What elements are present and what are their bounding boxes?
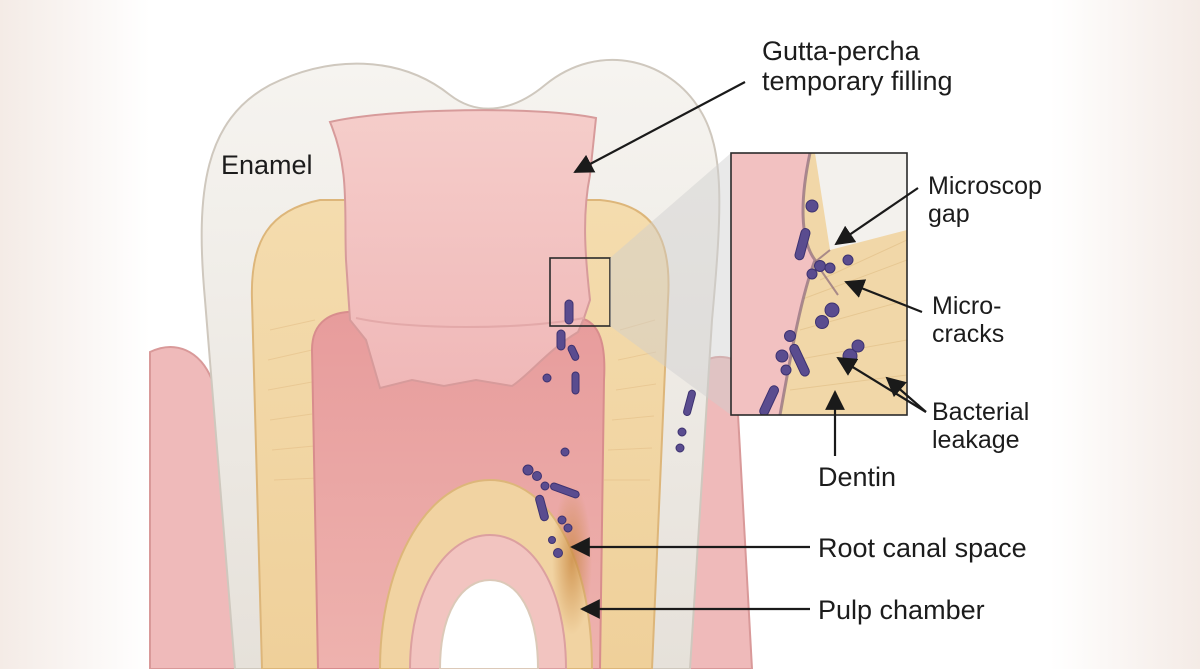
label-gutta-percha-line1: Gutta-percha: [762, 36, 920, 66]
label-gutta-percha: Gutta-percha temporary filling: [762, 36, 953, 96]
background-right: [1050, 0, 1200, 669]
label-microscopic-gap-line1: Microscop: [928, 172, 1042, 200]
canal-stain: [552, 485, 592, 635]
label-dentin: Dentin: [818, 462, 897, 492]
detail-highlight-box: [549, 257, 611, 327]
arrow-bacterial-leakage-2: [885, 376, 927, 413]
label-bacterial-leakage: Bacterial leakage: [932, 398, 1029, 454]
label-micro-cracks-line2: cracks: [932, 320, 1005, 348]
dentin-texture: [267, 319, 657, 481]
label-microscopic-gap: Microscop gap: [928, 172, 1042, 228]
zoom-wedge: [610, 153, 731, 415]
arrow-microscopic-gap: [834, 187, 919, 246]
label-bacterial-leakage-line1: Bacterial: [932, 398, 1030, 426]
label-microscopic-gap-line2: gap: [928, 200, 970, 228]
inset-frame: [730, 152, 908, 416]
inset-magnified-view: [731, 153, 907, 415]
label-enamel: Enamel: [221, 150, 313, 180]
arrow-micro-cracks: [844, 279, 923, 314]
label-root-canal-space: Root canal space: [818, 533, 1027, 563]
bacteria-main: [522, 299, 696, 558]
label-micro-cracks-line1: Micro-: [932, 292, 1002, 320]
gutta-percha-filling: [328, 109, 598, 390]
label-gutta-percha-line2: temporary filling: [762, 66, 953, 96]
arrow-gutta-percha: [573, 81, 746, 173]
filling-seam: [355, 317, 585, 328]
label-pulp-chamber: Pulp chamber: [818, 595, 985, 625]
arrow-bacterial-leakage-1: [836, 356, 927, 413]
background-left: [0, 0, 150, 669]
label-micro-cracks: Micro- cracks: [932, 292, 1004, 348]
label-bacterial-leakage-line2: leakage: [932, 426, 1020, 454]
root-arch-inner: [438, 578, 540, 669]
